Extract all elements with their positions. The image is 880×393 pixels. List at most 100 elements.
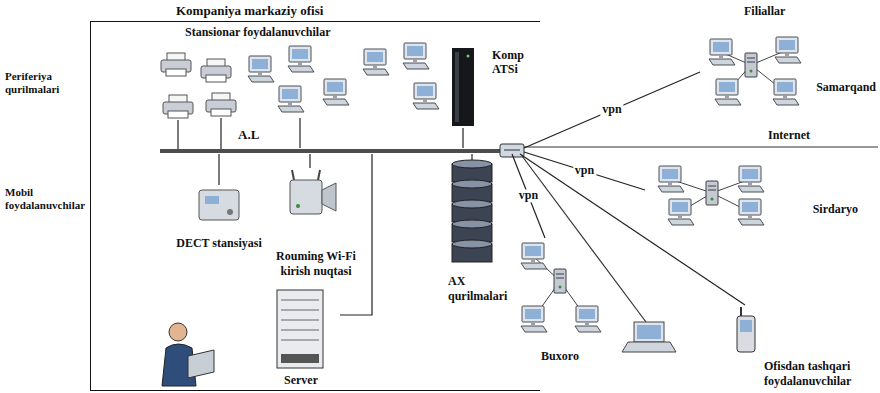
branch-wire (533, 50, 787, 319)
peripheral-icon (206, 93, 236, 116)
pbx-tower (455, 52, 459, 122)
workstation-icon (413, 83, 439, 109)
workstation-group: Stansionar foydalanuvchilar (180, 25, 448, 118)
storage-box: AX qurilmalari (440, 160, 522, 305)
phone-icon (737, 316, 755, 352)
node-label: Rouming Wi-Fi kirish nuqtasi (271, 249, 361, 278)
workstation-icon (323, 79, 349, 105)
branch-workstation-icon (521, 37, 801, 332)
branch-server-icon (554, 269, 566, 293)
branch-workstation-icon (738, 166, 764, 192)
workstation-icon (248, 56, 274, 82)
server-rack (281, 354, 319, 363)
wifi-access-point-icon (292, 170, 294, 180)
dect-station: DECT stansiyasi (172, 185, 266, 252)
server-rack (277, 290, 323, 368)
router-icon (504, 150, 520, 151)
peripheral-icon (201, 59, 231, 82)
workstation-icon (288, 46, 314, 72)
node-label: Ofisdan tashqari foydalanuvchilar (764, 359, 876, 388)
wifi-access-point-icon (290, 170, 336, 214)
workstation-icon (278, 86, 304, 112)
wifi-access-point-icon (318, 170, 320, 180)
lan-bus: A.L (160, 148, 524, 154)
laptop-link (522, 156, 646, 322)
dect-station-icon (199, 190, 239, 220)
phone-icon (740, 307, 742, 316)
branch-workstation-icon (658, 166, 684, 192)
server-rack (281, 330, 319, 331)
connector (471, 154, 472, 160)
branch-workstation-icon (575, 306, 601, 332)
internet-line (524, 146, 878, 147)
branch-server-icon (706, 181, 718, 205)
wifi-access-point-icon (322, 183, 336, 211)
workstation-icon (403, 43, 429, 69)
pbx-box: Komp ATSi (448, 45, 538, 128)
mobile-user-figure (162, 323, 214, 386)
pbx-tower (467, 55, 470, 58)
branch-workstation-icon (715, 79, 741, 105)
peripheral-icon (161, 53, 191, 76)
connector (520, 154, 745, 305)
branch-workstation-icon (773, 79, 799, 105)
server-rack (281, 310, 319, 311)
connector (309, 154, 310, 168)
branch-box: Buxoro (515, 238, 605, 365)
node-label: Server (284, 373, 318, 387)
storage-stack (452, 200, 492, 208)
branch-box: Samarqand (700, 32, 878, 112)
branch-server-icon (745, 53, 757, 77)
server-rack (281, 300, 319, 301)
branch-workstation-icon (668, 199, 694, 225)
storage-stack (452, 240, 492, 248)
workstation-icon (363, 49, 389, 75)
peripheral-icon (163, 95, 193, 118)
connector-label-anchor: vpn (517, 189, 540, 202)
workstation-icon (248, 43, 439, 112)
mobile-user-figure (188, 350, 214, 378)
storage-stack (452, 160, 492, 262)
storage-stack (452, 160, 492, 168)
connector-label: vpn (573, 164, 596, 177)
connector (524, 72, 700, 148)
remote-users-box: Ofisdan tashqari foydalanuvchilar (700, 305, 878, 390)
laptop-icon (634, 322, 664, 342)
node-label: AX qurilmalari (448, 274, 520, 303)
connector-label: vpn (517, 189, 540, 202)
laptop-icon (622, 322, 676, 352)
storage-stack (452, 180, 492, 188)
connector-group (219, 72, 745, 315)
connector (218, 154, 219, 185)
free-label: Filiallar (744, 4, 785, 18)
laptop-icon (637, 325, 661, 339)
branch-workstation-icon (738, 199, 764, 225)
node-label: DECT stansiyasi (176, 236, 261, 250)
lan-bus-line (160, 149, 502, 153)
node-label: Buxoro (541, 349, 579, 363)
branch-workstation-icon (521, 243, 547, 269)
peripheral-wire (178, 118, 221, 149)
branch-box: Sirdaryo (645, 158, 878, 228)
node-label: Sirdaryo (813, 202, 858, 216)
laptop-icon (622, 342, 676, 352)
branch-workstation-icon (775, 37, 801, 63)
node-label: Komp ATSi (492, 48, 534, 77)
lan-bus-line (160, 149, 502, 153)
label-anchor: Internet (768, 128, 810, 142)
server-box: Server (262, 285, 340, 388)
connector (512, 154, 545, 238)
peripheral-wire (220, 118, 221, 149)
label-anchor: Mobil foydalanuvchilar (5, 186, 89, 212)
mobile-user-figure (169, 323, 187, 341)
label-anchor: Periferiya qurilmalari (5, 70, 87, 96)
node-label: A.L (238, 127, 259, 143)
wifi-access-point: Rouming Wi-Fi kirish nuqtasi (270, 168, 362, 280)
peripheral-icon (161, 53, 236, 118)
connector (524, 152, 645, 190)
pbx-tower (452, 48, 474, 126)
server-rack (277, 290, 323, 368)
node-label: Stansionar foydalanuvchilar (185, 25, 330, 39)
connector (462, 128, 463, 148)
